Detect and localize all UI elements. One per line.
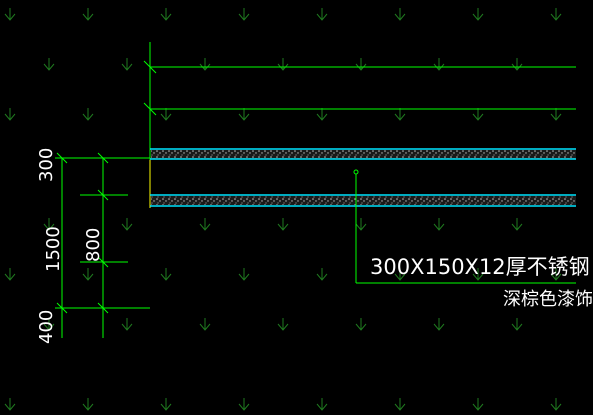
dim-tick [56,152,68,164]
down-arrow-grid-marker-icon [43,58,55,71]
down-arrow-grid-marker-icon [511,218,523,231]
dim-tick [97,256,109,268]
down-arrow-grid-marker-icon [277,218,289,231]
down-arrow-grid-marker-icon [4,398,16,411]
down-arrow-grid-marker-icon [355,58,367,71]
down-arrow-grid-marker-icon [4,8,16,21]
down-arrow-grid-marker-icon [4,108,16,121]
annotation-line-1: 300X150X12厚不锈钢 [370,255,590,279]
down-arrow-grid-marker-icon [394,398,406,411]
down-arrow-grid-marker-icon [472,8,484,21]
down-arrow-grid-marker-icon [121,58,133,71]
dim-tick [56,302,68,314]
down-arrow-grid-marker-icon [160,108,172,121]
down-arrow-grid-marker-icon [550,108,562,121]
dim-tick [97,302,109,314]
down-arrow-grid-marker-icon [43,318,55,331]
down-arrow-grid-marker-icon [121,218,133,231]
down-arrow-grid-marker-icon [238,108,250,121]
down-arrow-grid-marker-icon [394,268,406,281]
down-arrow-grid-marker-icon [394,108,406,121]
top-plate-hatch[interactable] [151,150,576,159]
down-arrow-grid-marker-icon [199,58,211,71]
down-arrow-grid-marker-icon [550,8,562,21]
down-arrow-grid-marker-icon [316,268,328,281]
bottom-plate-hatch[interactable] [151,196,576,205]
annotation-line-2: 深棕色漆饰 [503,289,593,310]
cad-drawing: 300 1500 800 400 [4,8,576,411]
down-arrow-grid-marker-icon [238,268,250,281]
leader-dot [353,169,359,175]
down-arrow-grid-marker-icon [160,268,172,281]
dim-text-800: 800 [83,228,104,262]
down-arrow-grid-marker-icon [511,58,523,71]
down-arrow-grid-marker-icon [550,268,562,281]
down-arrow-grid-marker-icon [316,8,328,21]
down-arrow-grid-marker-icon [199,218,211,231]
down-arrow-grid-marker-icon [511,318,523,331]
tick-mark [143,102,157,116]
down-arrow-grid-marker-icon [472,268,484,281]
dim-tick [97,189,109,201]
down-arrow-grid-marker-icon [472,398,484,411]
down-arrow-grid-marker-icon [82,268,94,281]
down-arrow-grid-marker-icon [355,318,367,331]
down-arrow-grid-marker-icon [82,108,94,121]
tick-mark [143,60,157,74]
dim-text-400: 400 [36,310,57,344]
down-arrow-grid-marker-icon [199,318,211,331]
down-arrow-grid-marker-icon [4,268,16,281]
down-arrow-grid-marker-icon [472,108,484,121]
down-arrow-grid-marker-icon [550,398,562,411]
down-arrow-grid-marker-icon [433,58,445,71]
dim-tick [97,152,109,164]
down-arrow-grid-marker-icon [433,218,445,231]
down-arrow-grid-marker-icon [433,318,445,331]
down-arrow-grid-marker-icon [82,398,94,411]
grid-markers [4,8,562,411]
down-arrow-grid-marker-icon [82,8,94,21]
down-arrow-grid-marker-icon [355,218,367,231]
down-arrow-grid-marker-icon [160,8,172,21]
down-arrow-grid-marker-icon [121,318,133,331]
down-arrow-grid-marker-icon [277,58,289,71]
down-arrow-grid-marker-icon [238,8,250,21]
down-arrow-grid-marker-icon [160,398,172,411]
down-arrow-grid-marker-icon [316,108,328,121]
down-arrow-grid-marker-icon [43,218,55,231]
down-arrow-grid-marker-icon [394,8,406,21]
down-arrow-grid-marker-icon [238,398,250,411]
dim-text-1500: 1500 [43,226,64,272]
dim-text-300: 300 [36,148,57,182]
down-arrow-grid-marker-icon [316,398,328,411]
down-arrow-grid-marker-icon [277,318,289,331]
